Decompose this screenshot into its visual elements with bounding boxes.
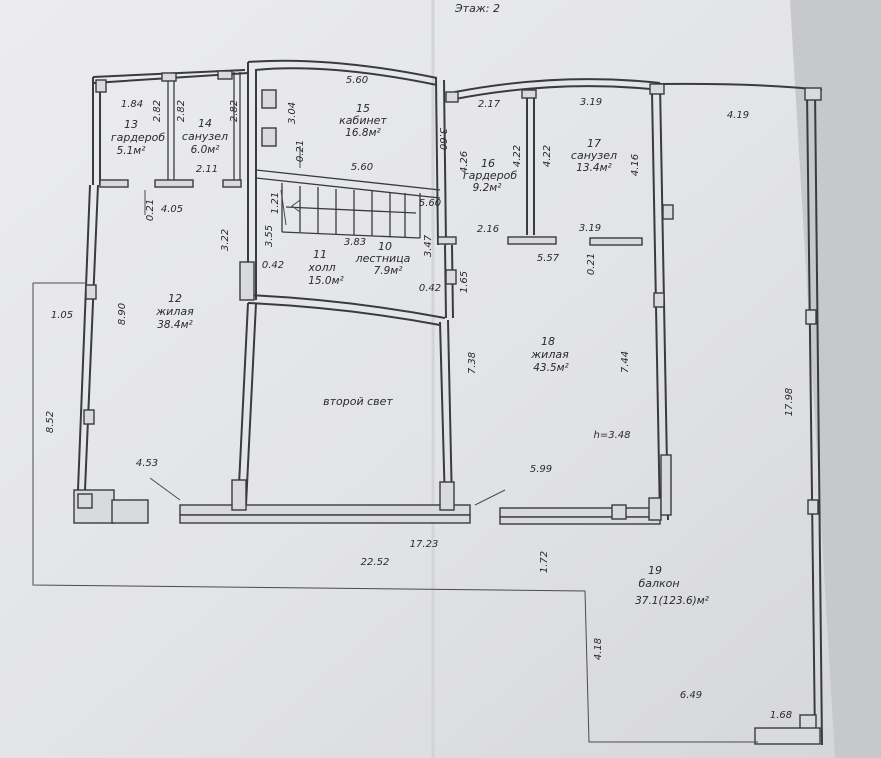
dimension-labels: 1.84 2.82 2.82 2.82 5.60 3.04 3.60 2.17 … — [45, 75, 795, 721]
svg-text:15: 15 — [356, 102, 370, 115]
dim-label: 1.65 — [459, 271, 470, 293]
dim-label: 5.57 — [537, 253, 560, 264]
dim-label: 2.82 — [152, 100, 163, 122]
room-15: 15 кабинет 16.8м² — [339, 102, 387, 139]
dim-label: 4.53 — [136, 458, 158, 469]
dim-label: 0.21 — [145, 199, 156, 221]
dim-label: 4.19 — [727, 110, 749, 121]
dim-label: 17.23 — [410, 539, 439, 550]
dim-label: 17.98 — [784, 388, 795, 417]
room-19: 19 балкон 37.1(123.6)м² — [635, 564, 710, 607]
dim-label: 8.52 — [45, 411, 56, 433]
room-10: 10 лестница 7.9м² — [355, 240, 411, 277]
dim-label: 4.05 — [161, 204, 183, 215]
room-labels: 13 гардероб 5.1м² 14 санузел 6.0м² 15 ка… — [111, 102, 710, 607]
svg-text:санузел: санузел — [182, 130, 228, 143]
svg-text:6.0м²: 6.0м² — [191, 144, 221, 156]
dim-label: 1.72 — [539, 551, 550, 573]
svg-text:16: 16 — [481, 157, 495, 170]
dim-label: 1.68 — [770, 710, 792, 721]
dim-label: 6.49 — [680, 690, 702, 701]
dim-label: 0.42 — [262, 260, 284, 271]
svg-text:кабинет: кабинет — [339, 114, 387, 127]
dim-label: 3.22 — [220, 229, 231, 251]
svg-text:жилая: жилая — [530, 348, 569, 361]
svg-text:15.0м²: 15.0м² — [308, 275, 344, 287]
dim-label: 1.21 — [270, 192, 281, 214]
dim-label: 3.83 — [344, 237, 366, 248]
dim-label: 3.19 — [579, 223, 601, 234]
room-14: 14 санузел 6.0м² — [182, 117, 228, 156]
svg-text:12: 12 — [168, 292, 182, 305]
svg-text:19: 19 — [648, 564, 662, 577]
dim-label: 7.44 — [620, 351, 631, 373]
dim-label: 2.11 — [196, 164, 218, 175]
dim-label: 5.60 — [419, 198, 441, 209]
dim-label: 4.22 — [542, 145, 553, 167]
dim-label: 3.04 — [287, 102, 298, 124]
svg-text:жилая: жилая — [155, 305, 194, 318]
svg-text:гардероб: гардероб — [111, 131, 166, 144]
svg-text:43.5м²: 43.5м² — [533, 362, 569, 374]
room-12: 12 жилая 38.4м² — [155, 292, 194, 331]
svg-text:холл: холл — [307, 261, 335, 274]
dim-label: 4.22 — [512, 145, 523, 167]
dim-label: 4.26 — [459, 151, 470, 173]
svg-text:гардероб: гардероб — [463, 169, 518, 182]
svg-text:11: 11 — [313, 248, 327, 261]
balcony-outline — [32, 146, 758, 743]
paper-edge-shadow — [790, 0, 881, 758]
dim-label: 1.05 — [51, 310, 73, 321]
svg-text:16.8м²: 16.8м² — [345, 127, 381, 139]
svg-text:13: 13 — [124, 118, 138, 131]
dim-label: 22.52 — [361, 557, 390, 568]
dim-label: 2.82 — [176, 100, 187, 122]
dim-label: 0.42 — [419, 283, 441, 294]
dim-label: 8.90 — [117, 303, 128, 325]
svg-text:9.2м²: 9.2м² — [473, 182, 503, 194]
dim-label: 3.55 — [264, 225, 275, 247]
svg-text:38.4м²: 38.4м² — [157, 319, 193, 331]
svg-text:17: 17 — [587, 137, 601, 150]
room-13: 13 гардероб 5.1м² — [111, 118, 166, 157]
dim-label: 5.60 — [351, 162, 373, 173]
dim-label: 5.60 — [346, 75, 368, 86]
void-label: второй свет — [323, 395, 393, 408]
svg-text:7.9м²: 7.9м² — [374, 265, 404, 277]
svg-text:14: 14 — [198, 117, 212, 130]
dim-label: 7.38 — [467, 352, 478, 374]
walls — [73, 59, 823, 746]
room-17: 17 санузел 13.4м² — [571, 137, 617, 174]
dim-label: 2.16 — [477, 224, 499, 235]
room-18: 18 жилая 43.5м² — [530, 335, 569, 374]
floor-header: Этаж: 2 — [454, 2, 500, 15]
dim-label: 0.21 — [586, 253, 597, 275]
svg-text:5.1м²: 5.1м² — [117, 145, 147, 157]
dim-label: 2.17 — [478, 99, 501, 110]
svg-text:санузел: санузел — [571, 149, 617, 162]
room-11: 11 холл 15.0м² — [307, 248, 344, 287]
dim-label: 0.21 — [295, 140, 306, 162]
dim-label: 1.84 — [121, 99, 143, 110]
ceiling-height: h=3.48 — [594, 430, 631, 441]
svg-text:37.1(123.6)м²: 37.1(123.6)м² — [635, 595, 710, 607]
dim-label: 4.16 — [630, 154, 641, 176]
dim-label: 3.60 — [437, 128, 448, 150]
dim-label: 4.18 — [593, 638, 604, 660]
dim-label: 3.19 — [580, 97, 602, 108]
svg-text:лестница: лестница — [355, 252, 411, 265]
svg-text:балкон: балкон — [638, 577, 679, 590]
dim-label: 5.99 — [530, 464, 552, 475]
room-16: 16 гардероб 9.2м² — [463, 157, 518, 194]
dim-label: 3.47 — [423, 234, 434, 257]
svg-text:13.4м²: 13.4м² — [576, 162, 612, 174]
dim-label: 2.82 — [229, 100, 240, 122]
svg-text:18: 18 — [541, 335, 555, 348]
svg-text:10: 10 — [378, 240, 392, 253]
